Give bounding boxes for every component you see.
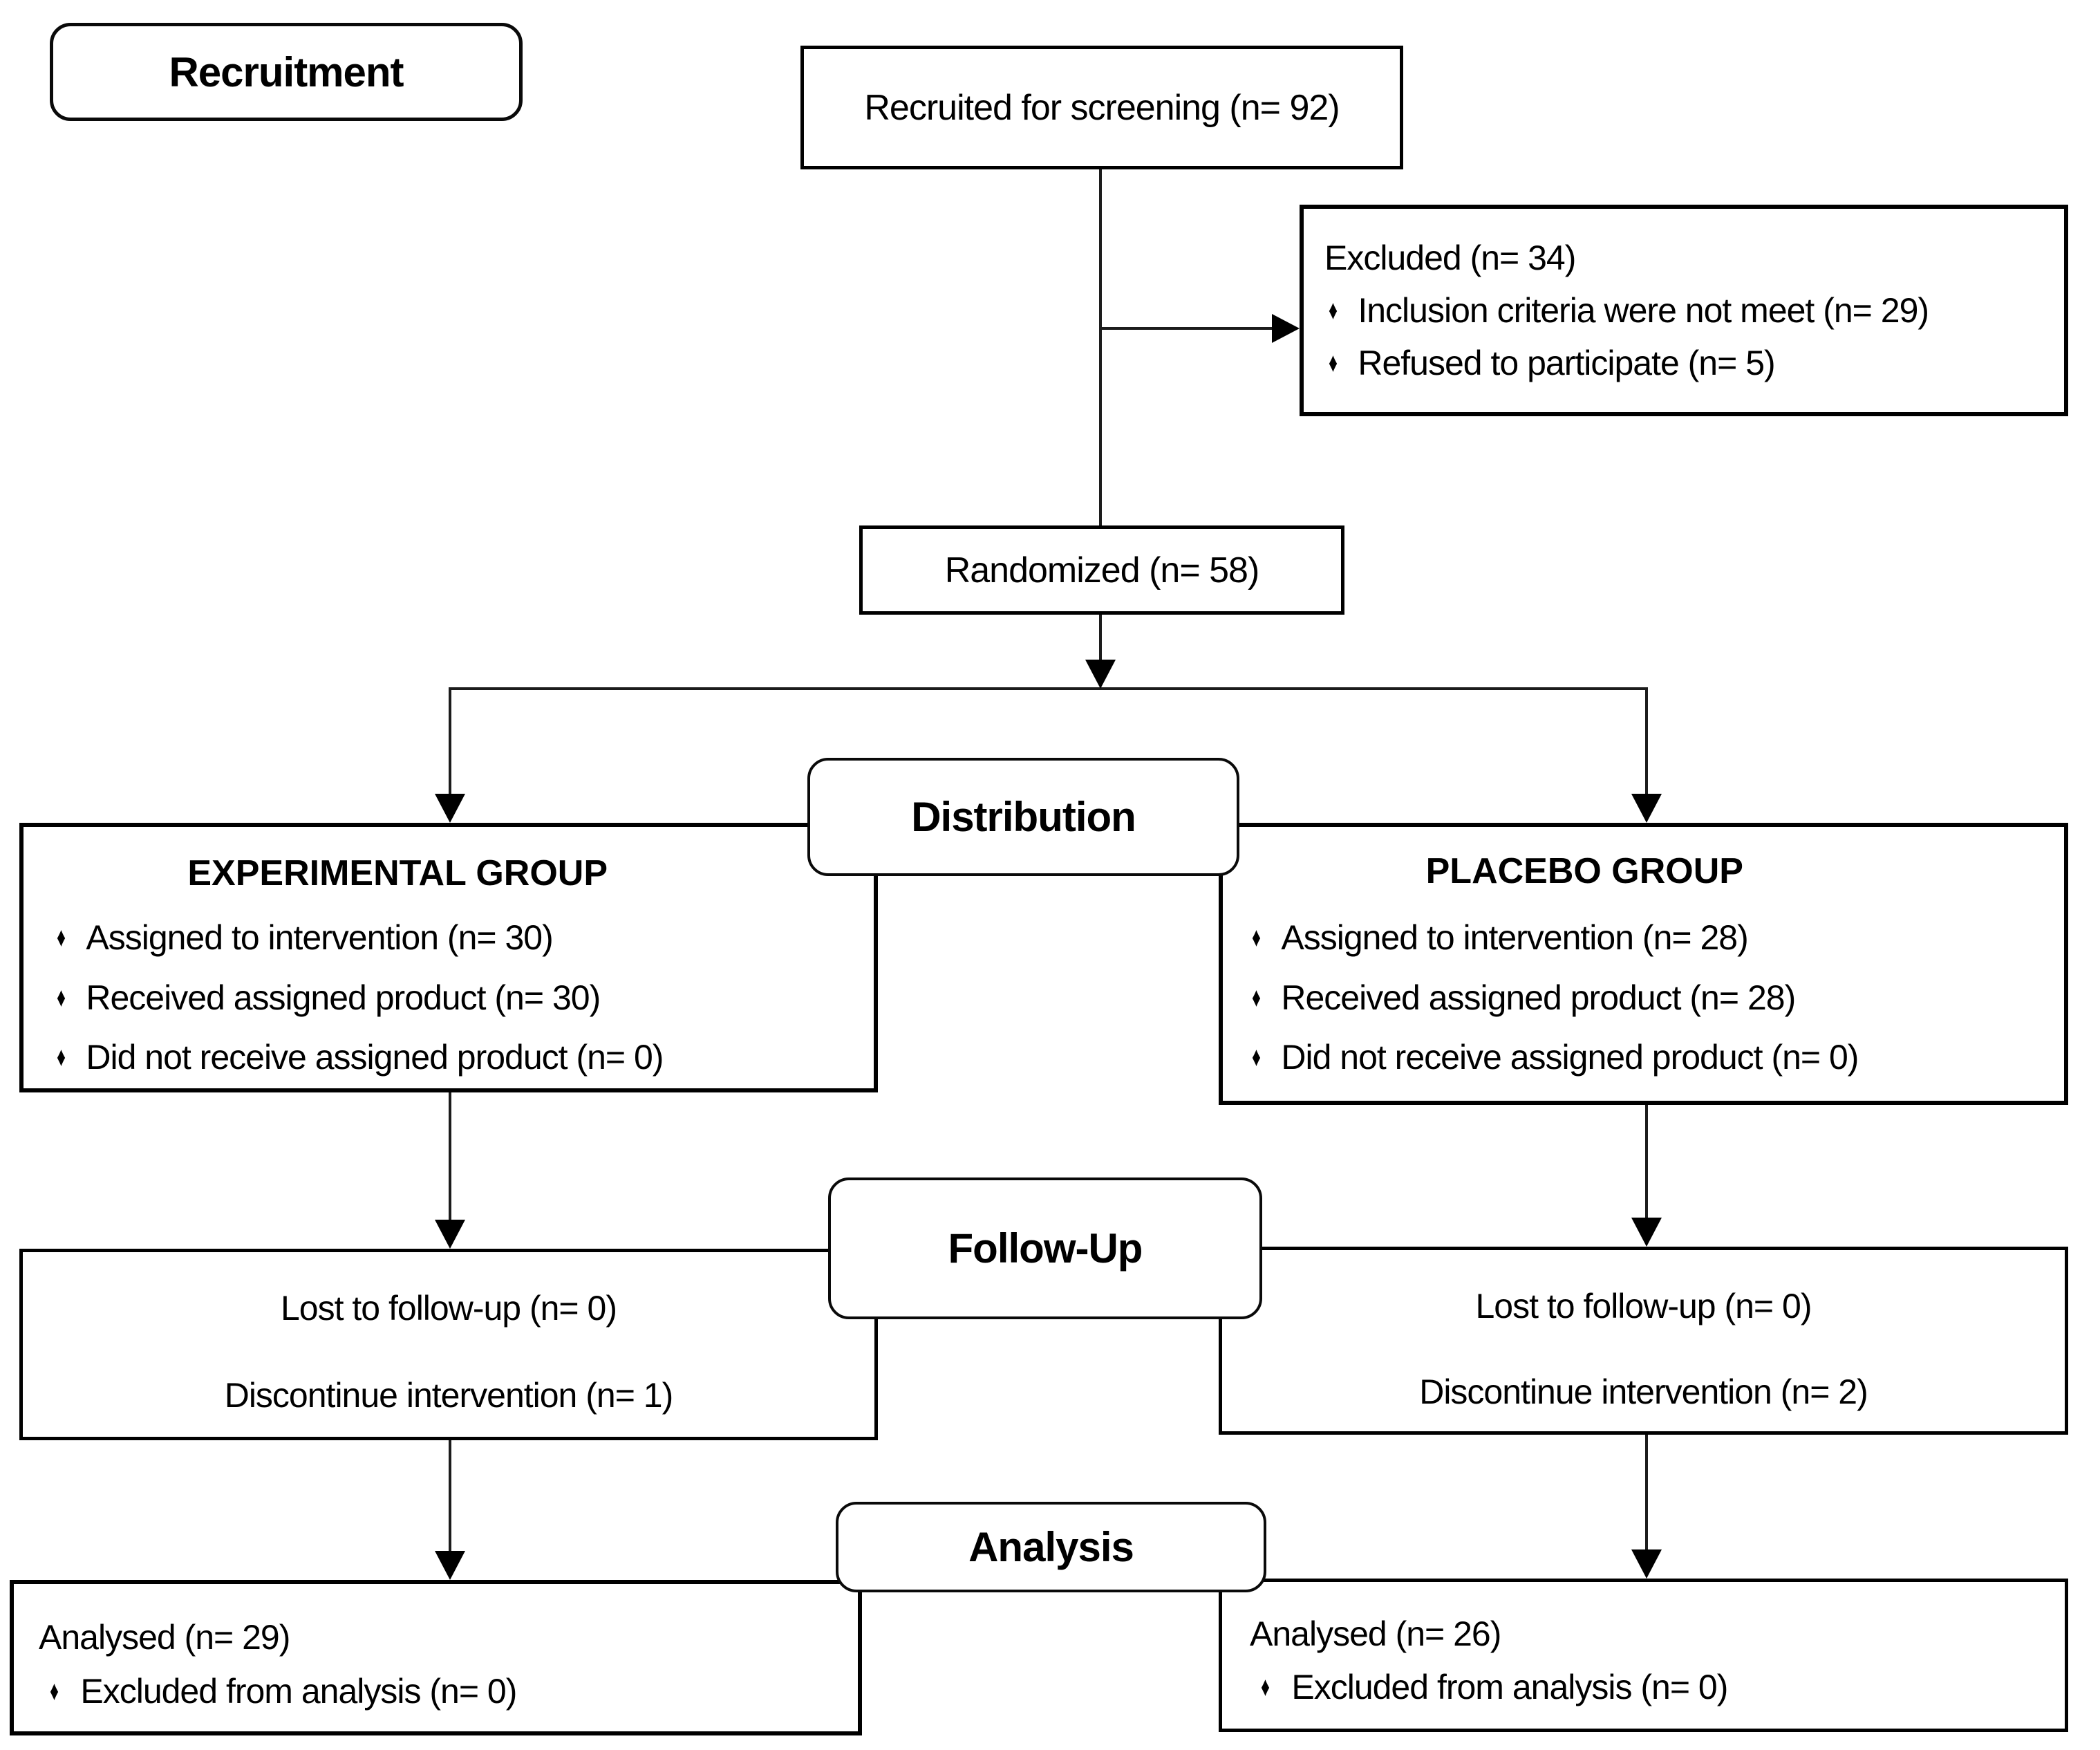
connector-followup-to-analysis-left bbox=[449, 1440, 451, 1552]
analysis-left-title: Analysed (n= 29) bbox=[39, 1618, 290, 1657]
connector-split-to-placebo bbox=[1645, 687, 1648, 795]
followup-left-box: Lost to follow-up (n= 0) Discontinue int… bbox=[19, 1249, 878, 1440]
experimental-bullet-text: Did not receive assigned product (n= 0) bbox=[86, 1038, 664, 1077]
randomized-box: Randomized (n= 58) bbox=[859, 525, 1344, 615]
excluded-bullet-row: ♦ Inclusion criteria were not meet (n= 2… bbox=[1304, 288, 2064, 333]
bullet-diamond-icon: ♦ bbox=[1252, 922, 1261, 953]
randomized-text: Randomized (n= 58) bbox=[944, 550, 1260, 590]
bullet-diamond-icon: ♦ bbox=[1252, 1041, 1261, 1072]
arrow-right-excluded-icon bbox=[1272, 314, 1300, 343]
experimental-bullet-text: Received assigned product (n= 30) bbox=[86, 978, 601, 1017]
placebo-group-box: PLACEBO GROUP ♦ Assigned to intervention… bbox=[1219, 823, 2068, 1105]
experimental-bullet-row: ♦ Assigned to intervention (n= 30) bbox=[24, 915, 874, 960]
stage-label-analysis-text: Analysis bbox=[968, 1524, 1134, 1570]
experimental-bullet-row: ♦ Received assigned product (n= 30) bbox=[24, 976, 874, 1020]
followup-right-line: Discontinue intervention (n= 2) bbox=[1419, 1372, 1868, 1411]
bullet-diamond-icon: ♦ bbox=[57, 982, 66, 1013]
connector-placebo-to-followup bbox=[1645, 1105, 1648, 1219]
connector-recruited-to-randomized bbox=[1099, 169, 1102, 527]
arrow-down-followup-right-icon bbox=[1631, 1218, 1662, 1247]
experimental-bullet-row: ♦ Did not receive assigned product (n= 0… bbox=[24, 1035, 874, 1079]
stage-label-followup-text: Follow-Up bbox=[948, 1225, 1143, 1272]
arrow-down-placebo-icon bbox=[1631, 794, 1662, 823]
stage-label-recruitment: Recruitment bbox=[50, 23, 523, 121]
bullet-diamond-icon: ♦ bbox=[50, 1675, 59, 1706]
analysis-right-bullet-text: Excluded from analysis (n= 0) bbox=[1291, 1668, 1728, 1706]
arrow-down-followup-left-icon bbox=[435, 1220, 465, 1249]
placebo-bullet-text: Assigned to intervention (n= 28) bbox=[1281, 918, 1748, 957]
stage-label-analysis: Analysis bbox=[836, 1502, 1266, 1592]
excluded-bullet-text: Inclusion criteria were not meet (n= 29) bbox=[1358, 291, 1929, 330]
followup-left-line: Discontinue intervention (n= 1) bbox=[224, 1376, 674, 1415]
connector-randomized-to-split bbox=[1099, 615, 1102, 662]
recruited-box: Recruited for screening (n= 92) bbox=[800, 46, 1403, 169]
analysis-right-box: Analysed (n= 26) ♦ Excluded from analysi… bbox=[1219, 1579, 2068, 1732]
stage-label-distribution-text: Distribution bbox=[911, 794, 1136, 840]
recruited-text: Recruited for screening (n= 92) bbox=[864, 87, 1340, 128]
connector-followup-to-analysis-right bbox=[1645, 1435, 1648, 1551]
connector-to-excluded bbox=[1099, 327, 1273, 330]
stage-label-followup: Follow-Up bbox=[828, 1177, 1262, 1319]
excluded-bullet-text: Refused to participate (n= 5) bbox=[1358, 344, 1775, 382]
connector-split-to-experimental bbox=[449, 687, 451, 795]
connector-split-bar bbox=[450, 687, 1647, 690]
placebo-group-title: PLACEBO GROUP bbox=[1425, 851, 1743, 891]
placebo-bullet-row: ♦ Did not receive assigned product (n= 0… bbox=[1223, 1035, 2064, 1079]
experimental-group-box: EXPERIMENTAL GROUP ♦ Assigned to interve… bbox=[19, 823, 878, 1092]
placebo-bullet-text: Did not receive assigned product (n= 0) bbox=[1281, 1038, 1859, 1077]
arrow-down-split-icon bbox=[1085, 660, 1116, 689]
excluded-title: Excluded (n= 34) bbox=[1324, 239, 1576, 277]
analysis-left-box: Analysed (n= 29) ♦ Excluded from analysi… bbox=[10, 1580, 862, 1735]
arrow-down-analysis-left-icon bbox=[435, 1551, 465, 1580]
placebo-bullet-text: Received assigned product (n= 28) bbox=[1281, 978, 1796, 1017]
analysis-left-bullet-text: Excluded from analysis (n= 0) bbox=[80, 1672, 517, 1711]
bullet-diamond-icon: ♦ bbox=[1329, 347, 1338, 378]
followup-right-line: Lost to follow-up (n= 0) bbox=[1475, 1287, 1812, 1325]
arrow-down-experimental-icon bbox=[435, 794, 465, 823]
bullet-diamond-icon: ♦ bbox=[1261, 1671, 1270, 1702]
placebo-bullet-row: ♦ Assigned to intervention (n= 28) bbox=[1223, 915, 2064, 960]
bullet-diamond-icon: ♦ bbox=[1252, 982, 1261, 1013]
excluded-box: Excluded (n= 34) ♦ Inclusion criteria we… bbox=[1300, 205, 2068, 416]
stage-label-recruitment-text: Recruitment bbox=[169, 48, 404, 95]
bullet-diamond-icon: ♦ bbox=[57, 922, 66, 953]
followup-right-box: Lost to follow-up (n= 0) Discontinue int… bbox=[1219, 1247, 2068, 1435]
arrow-down-analysis-right-icon bbox=[1631, 1549, 1662, 1579]
excluded-bullet-row: ♦ Refused to participate (n= 5) bbox=[1304, 341, 2064, 385]
followup-left-line: Lost to follow-up (n= 0) bbox=[281, 1289, 617, 1328]
placebo-bullet-row: ♦ Received assigned product (n= 28) bbox=[1223, 976, 2064, 1020]
bullet-diamond-icon: ♦ bbox=[1329, 295, 1338, 326]
connector-experimental-to-followup bbox=[449, 1092, 451, 1221]
analysis-right-bullet-row: ♦ Excluded from analysis (n= 0) bbox=[1222, 1665, 2065, 1709]
bullet-diamond-icon: ♦ bbox=[57, 1041, 66, 1072]
stage-label-distribution: Distribution bbox=[807, 758, 1239, 876]
experimental-bullet-text: Assigned to intervention (n= 30) bbox=[86, 918, 553, 957]
analysis-left-bullet-row: ♦ Excluded from analysis (n= 0) bbox=[14, 1669, 858, 1713]
analysis-right-title: Analysed (n= 26) bbox=[1250, 1614, 1501, 1653]
experimental-group-title: EXPERIMENTAL GROUP bbox=[187, 853, 608, 893]
